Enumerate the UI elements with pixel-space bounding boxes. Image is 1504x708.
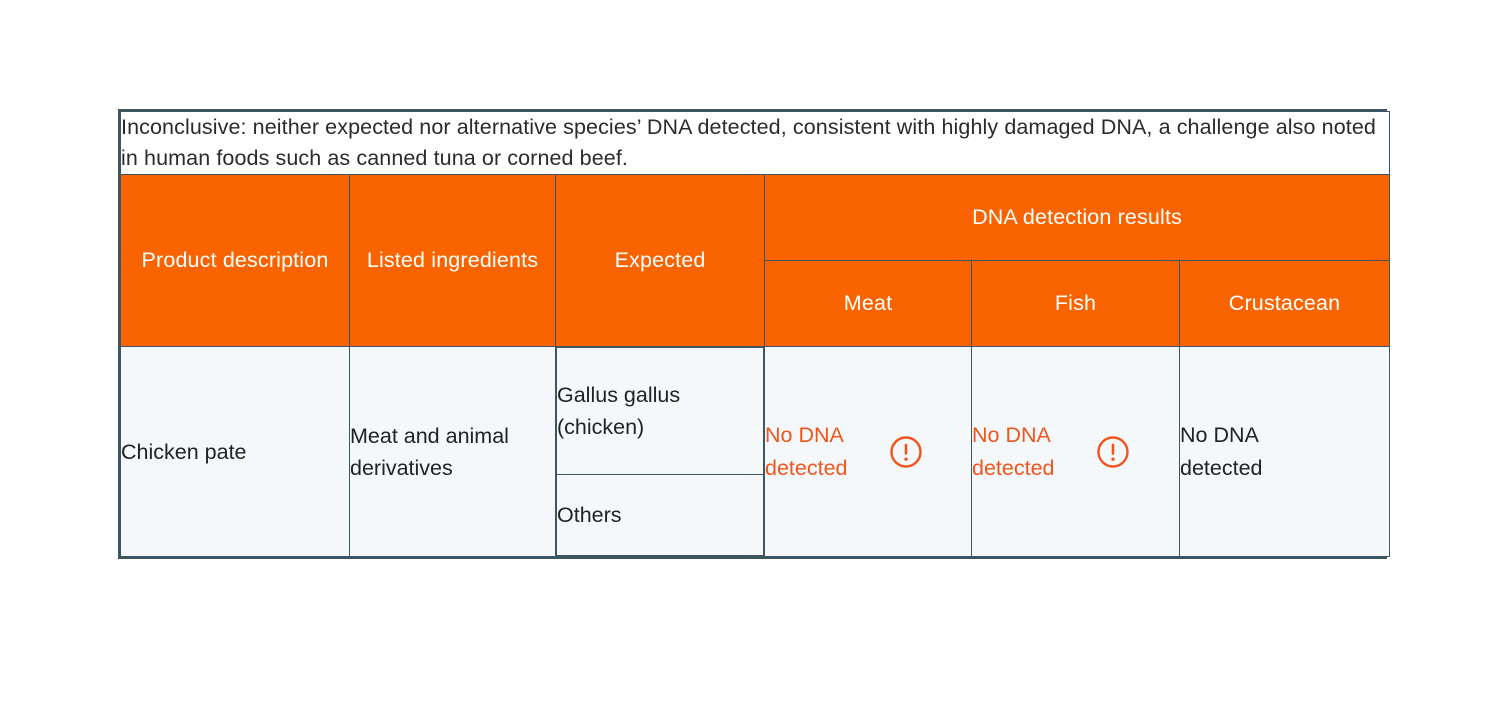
result-meat-text: No DNA detected [765, 423, 848, 480]
column-header-meat: Meat [764, 260, 972, 348]
result-crustacean-content: No DNA detected [1180, 419, 1389, 484]
column-header-listed-ingredients: Listed ingredients [349, 174, 556, 348]
cell-result-fish: No DNA detected [971, 346, 1180, 558]
inconclusive-note: Inconclusive: neither expected nor alter… [119, 110, 1391, 176]
result-fish-text: No DNA detected [972, 423, 1055, 480]
cell-product-description: Chicken pate [120, 346, 350, 558]
result-meat-content: No DNA detected [765, 419, 971, 484]
warning-circle-icon [890, 436, 922, 468]
dna-results-table-container: Inconclusive: neither expected nor alter… [118, 109, 1391, 560]
cell-listed-ingredients: Meat and animal derivatives [349, 346, 556, 558]
expected-species-row-primary: Gallus gallus (chicken) [556, 347, 764, 476]
cell-result-meat: No DNA detected [764, 346, 972, 558]
table-header-row-secondary: Meat Fish Crustacean [121, 260, 1391, 348]
expected-species-row-others: Others [556, 474, 764, 557]
cell-result-crustacean: No DNA detected [1178, 346, 1391, 558]
column-header-crustacean: Crustacean [1178, 260, 1391, 348]
cell-expected: Gallus gallus (chicken) Others [555, 346, 765, 558]
result-fish-content: No DNA detected [972, 419, 1179, 484]
table-note-row: Inconclusive: neither expected nor alter… [119, 110, 1391, 176]
column-header-fish: Fish [971, 260, 1180, 348]
result-crustacean-text: No DNA detected [1180, 423, 1263, 480]
table-row: Chicken pate Meat and animal derivatives… [120, 346, 1391, 558]
expected-species-primary: Gallus gallus (chicken) [556, 347, 764, 476]
expected-species-subtable: Gallus gallus (chicken) Others [556, 347, 764, 557]
column-header-product-description: Product description [120, 174, 350, 348]
table-header-row-primary: Product description Listed ingredients E… [120, 174, 1391, 348]
column-header-dna-detection-results: DNA detection results [763, 174, 1391, 262]
warning-circle-icon [1097, 436, 1129, 468]
dna-results-table: Inconclusive: neither expected nor alter… [119, 110, 1391, 558]
expected-species-others: Others [556, 474, 764, 557]
column-header-expected: Expected [555, 174, 765, 348]
